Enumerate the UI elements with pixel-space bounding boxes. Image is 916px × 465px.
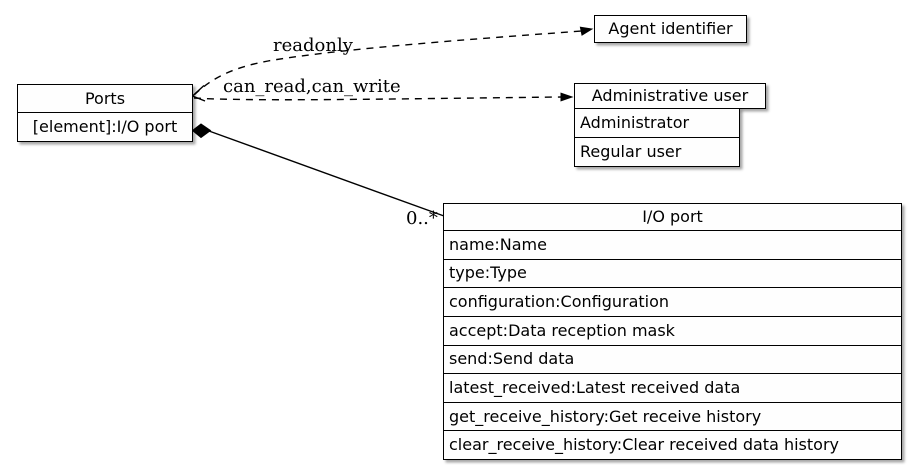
edge-label-multiplicity: 0..* [406,208,438,229]
node-io-port-field: name:Name [444,230,901,259]
edge-can-read-write-line [193,96,562,101]
composition-diamond-icon [191,123,212,139]
node-ports[interactable]: Ports [element]:I/O port [17,84,193,142]
edge-composition-line [208,130,445,217]
node-io-port-field: get_receive_history:Get receive history [444,401,901,431]
node-administrative-user-field: Regular user [575,136,739,166]
node-io-port[interactable]: I/O port name:Name type:Type configurati… [443,203,902,460]
node-ports-title: Ports [84,88,126,108]
edge-label-can-read-write: can_read,can_write [223,76,401,97]
node-io-port-field: clear_receive_history:Clear received dat… [444,430,901,459]
node-administrative-user-header[interactable]: Administrative user [574,83,766,109]
node-administrative-user-title: Administrative user [591,86,749,105]
edge-label-readonly: readonly [273,35,353,56]
node-administrative-user-field: Administrator [580,112,690,132]
edge-readonly-arrowhead-icon [579,26,594,36]
node-io-port-title: I/O port [642,207,703,226]
node-io-port-field: configuration:Configuration [444,287,901,316]
edge-can-read-write-arrowhead-icon [560,92,574,102]
node-io-port-field: latest_received:Latest received data [444,373,901,402]
node-agent-identifier-title: Agent identifier [608,19,733,38]
node-agent-identifier[interactable]: Agent identifier [594,15,747,43]
edge-readonly-line [193,30,583,96]
node-ports-field: [element]:I/O port [18,112,192,141]
node-io-port-field: accept:Data reception mask [444,315,901,345]
node-io-port-field: send:Send data [444,344,901,374]
node-io-port-field: type:Type [444,258,901,288]
node-administrative-user-fields[interactable]: Administrator Regular user [574,107,740,167]
